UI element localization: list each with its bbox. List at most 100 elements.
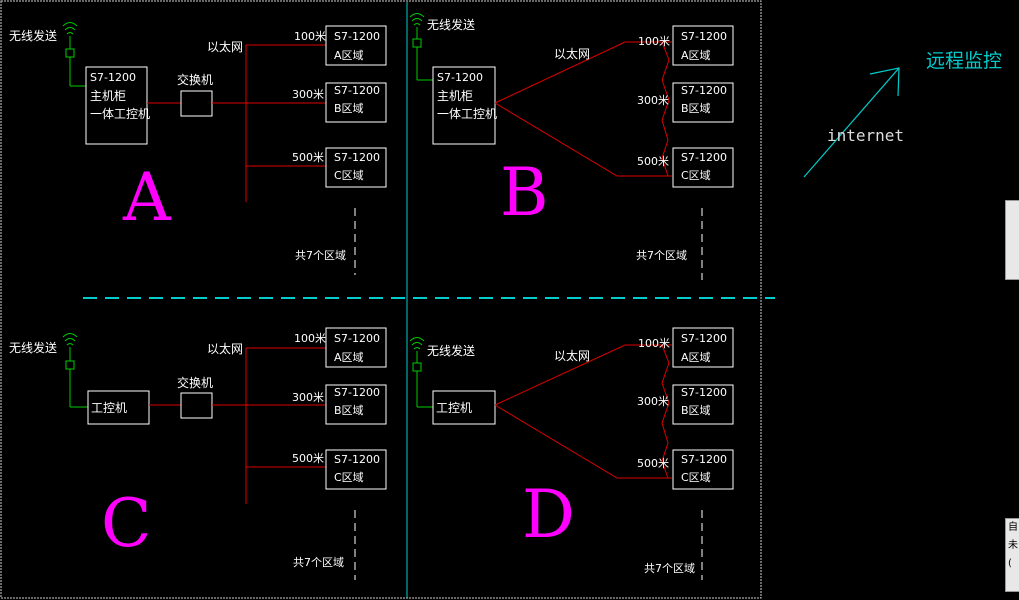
switch-label: 交换机 (177, 72, 213, 87)
quadrant-letter-c: C (101, 485, 152, 562)
plc-b-label: S7-1200 (334, 84, 380, 97)
ethernet-label: 以太网 (207, 39, 243, 54)
zone-b-label: B区域 (681, 404, 711, 417)
zone-a-label: A区域 (681, 351, 711, 364)
dist-300-label: 300米 (637, 94, 669, 107)
internet-label: internet (827, 126, 904, 145)
ethernet-label: 以太网 (207, 341, 243, 356)
wireless-antenna-icon (409, 13, 433, 81)
side-panel-item[interactable]: 自 (1008, 522, 1018, 533)
switch-label: 交换机 (177, 375, 213, 390)
plc-box-c (672, 147, 734, 188)
wireless-label: 无线发送 (427, 343, 475, 358)
ipc-box (432, 390, 496, 425)
plc-a-label: S7-1200 (681, 332, 727, 345)
host-box (432, 66, 496, 145)
zone-a-label: A区域 (681, 49, 711, 62)
zone-b-label: B区域 (334, 404, 364, 417)
total-zones-label: 共7个区域 (636, 249, 687, 262)
plc-box-b (672, 384, 734, 425)
dist-100-label: 100米 (294, 332, 326, 345)
plc-box-c (325, 449, 387, 490)
side-panel-item[interactable]: 未 (1008, 540, 1018, 551)
quadrant-b: 无线发送 S7-1200 主机柜 一体工控机 以太网 100米 300米 500… (409, 13, 734, 280)
internet-arrow (803, 67, 900, 178)
ipc-label: 工控机 (91, 401, 127, 415)
dist-500-label: 500米 (637, 457, 669, 470)
dist-500-label: 500米 (292, 452, 324, 465)
host-cabinet-label: 主机柜 (90, 89, 126, 103)
quadrant-letter-a: A (122, 159, 172, 236)
ipc-label: 工控机 (436, 401, 472, 415)
zone-b-label: B区域 (334, 102, 364, 115)
quadrant-letter-d: D (522, 476, 575, 553)
wireless-antenna-icon (62, 333, 88, 408)
host-cabinet-label: 主机柜 (437, 89, 473, 103)
plc-box-c (672, 449, 734, 490)
plc-box-b (672, 82, 734, 123)
side-panel-top[interactable] (1005, 200, 1019, 280)
plc-a-label: S7-1200 (334, 30, 380, 43)
total-zones-label: 共7个区域 (644, 562, 695, 575)
plc-box-a (325, 25, 387, 66)
plc-c-label: S7-1200 (681, 151, 727, 164)
side-panel-item[interactable]: ( (1008, 558, 1012, 569)
plc-b-label: S7-1200 (681, 386, 727, 399)
dist-300-label: 300米 (292, 88, 324, 101)
zone-a-label: A区域 (334, 351, 364, 364)
host-plc-label: S7-1200 (90, 71, 136, 84)
switch-box (180, 90, 213, 117)
quadrant-c: 无线发送 工控机 交换机 以太网 100米 300米 500米 S7-1200 … (9, 327, 387, 580)
plc-box-a (325, 327, 387, 368)
plc-box-c (325, 147, 387, 188)
zone-a-label: A区域 (334, 49, 364, 62)
switch-box (180, 392, 213, 419)
zone-c-label: C区域 (334, 471, 364, 484)
plc-a-label: S7-1200 (681, 30, 727, 43)
ipc-box (87, 390, 150, 425)
total-zones-label: 共7个区域 (295, 249, 346, 262)
plc-box-b (325, 384, 387, 425)
arrow-head-icon (869, 67, 900, 97)
remote-monitoring: 远程监控 internet (803, 50, 1002, 178)
wireless-antenna-icon (62, 22, 86, 87)
dist-100-label: 100米 (638, 337, 670, 350)
drawing-frame (0, 0, 762, 599)
dist-500-label: 500米 (637, 155, 669, 168)
wireless-label: 无线发送 (427, 17, 475, 32)
wireless-label: 无线发送 (9, 340, 57, 355)
plc-c-label: S7-1200 (334, 151, 380, 164)
host-ipc-label: 一体工控机 (90, 107, 150, 121)
ethernet-links (494, 41, 672, 177)
zone-b-label: B区域 (681, 102, 711, 115)
plc-box-a (672, 327, 734, 368)
plc-b-label: S7-1200 (681, 84, 727, 97)
dist-100-label: 100米 (638, 35, 670, 48)
plc-box-b (325, 82, 387, 123)
host-ipc-label: 一体工控机 (437, 107, 497, 121)
quadrant-d: 无线发送 工控机 以太网 100米 300米 500米 S7-1200 A区域 … (409, 327, 734, 580)
dist-500-label: 500米 (292, 151, 324, 164)
quadrant-a: 无线发送 S7-1200 主机柜 一体工控机 交换机 以太网 100米 300米… (9, 22, 387, 275)
zone-c-label: C区域 (681, 471, 711, 484)
plc-c-label: S7-1200 (681, 453, 727, 466)
dist-300-label: 300米 (637, 395, 669, 408)
zone-c-label: C区域 (334, 169, 364, 182)
wireless-label: 无线发送 (9, 28, 57, 43)
plc-c-label: S7-1200 (334, 453, 380, 466)
ethernet-links (494, 344, 672, 479)
host-box (85, 66, 148, 145)
plc-a-label: S7-1200 (334, 332, 380, 345)
host-plc-label: S7-1200 (437, 71, 483, 84)
remote-monitor-title: 远程监控 (926, 50, 1002, 72)
ethernet-label: 以太网 (554, 46, 590, 61)
quadrant-letter-b: B (500, 154, 549, 231)
dist-300-label: 300米 (292, 391, 324, 404)
plc-box-a (672, 25, 734, 66)
wireless-antenna-icon (409, 337, 433, 408)
plc-b-label: S7-1200 (334, 386, 380, 399)
zone-c-label: C区域 (681, 169, 711, 182)
total-zones-label: 共7个区域 (293, 556, 344, 569)
side-panel-bottom[interactable]: 自 未 ( (1005, 518, 1019, 592)
